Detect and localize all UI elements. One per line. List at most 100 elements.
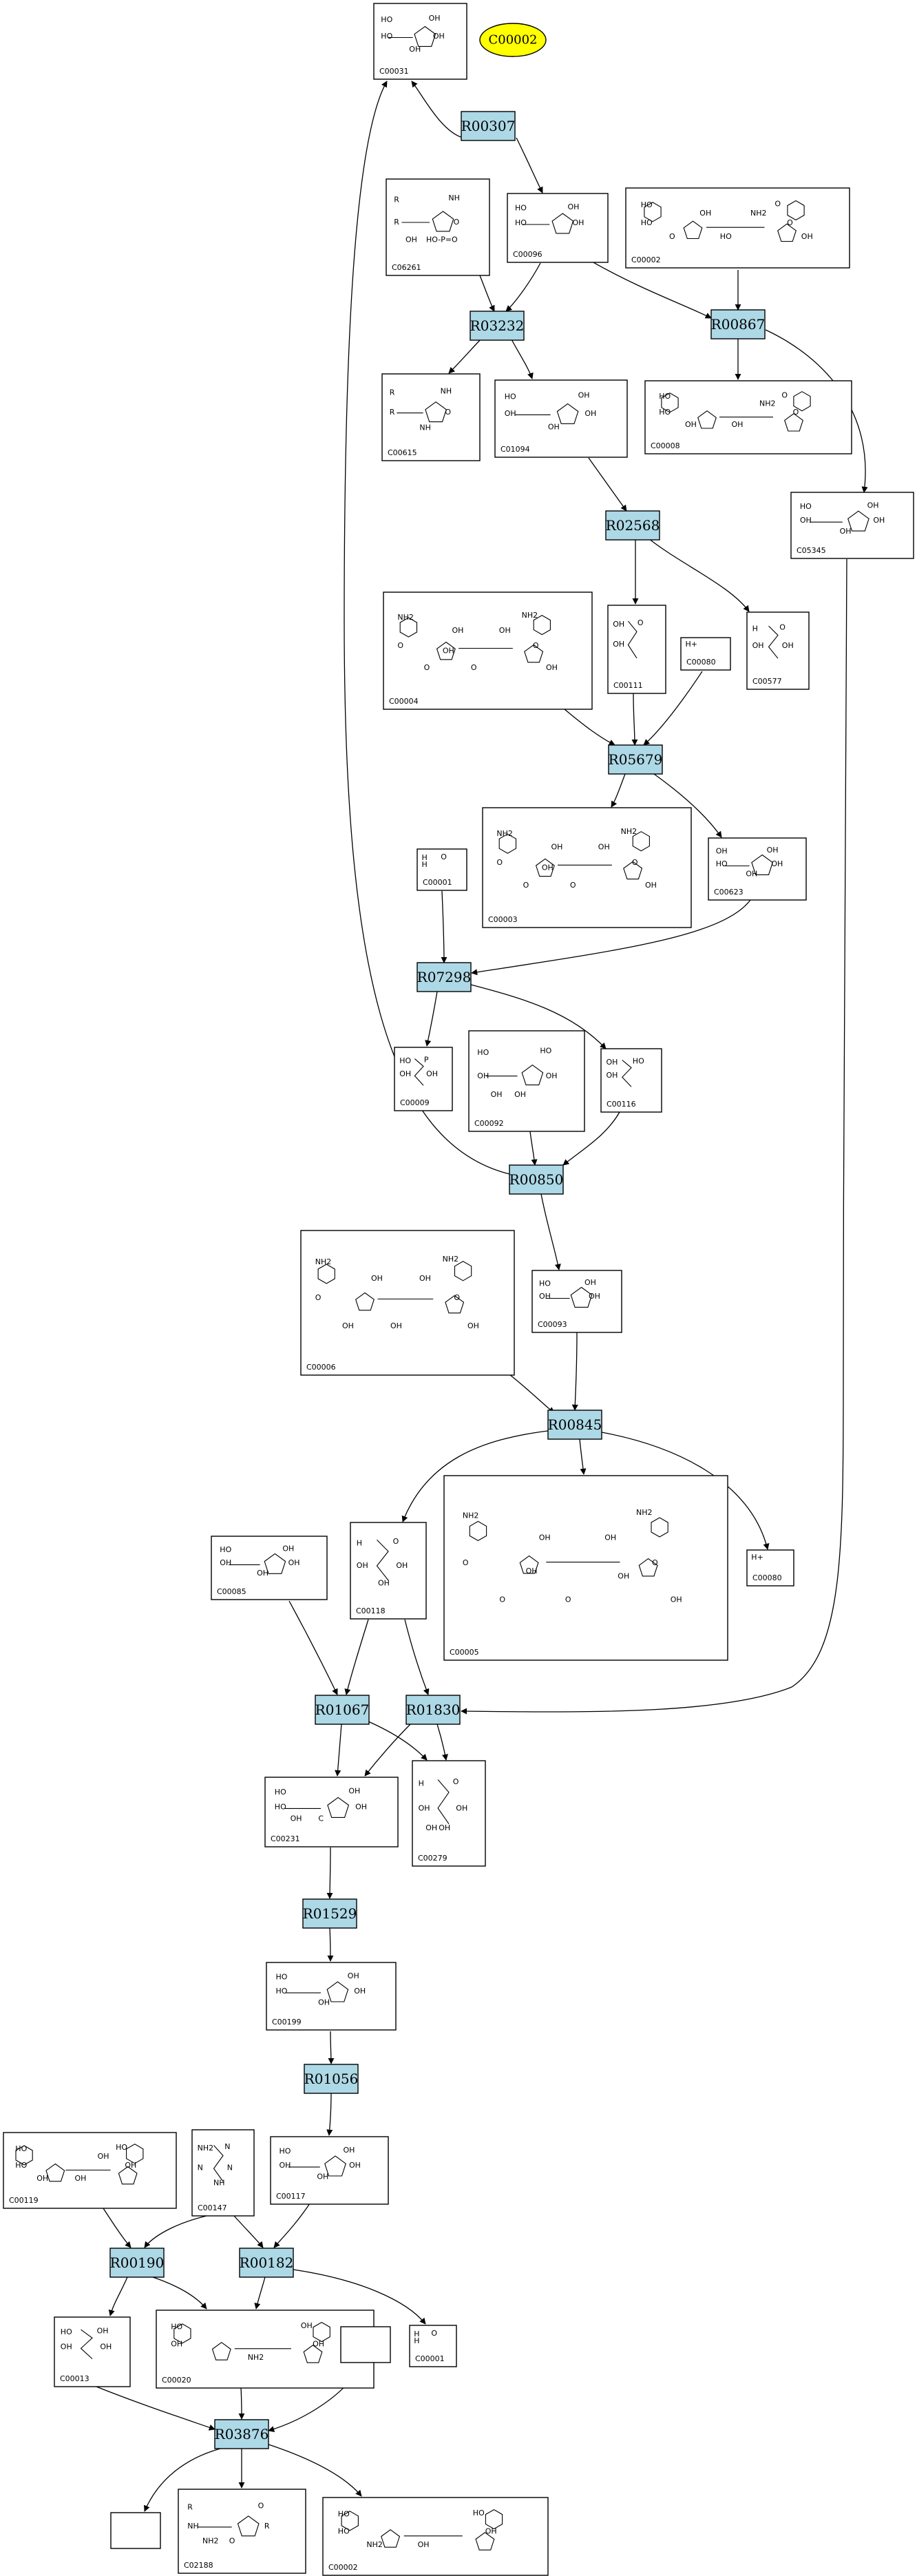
reaction-box[interactable] bbox=[405, 1695, 461, 1725]
reaction-r07298[interactable]: R07298 bbox=[417, 962, 472, 992]
reaction-r00182[interactable]: R00182 bbox=[239, 2248, 294, 2278]
reaction-r00850[interactable]: R00850 bbox=[509, 1164, 564, 1195]
reaction-box[interactable] bbox=[315, 1695, 370, 1725]
compound-box[interactable] bbox=[417, 848, 467, 891]
reaction-box[interactable] bbox=[608, 744, 663, 775]
reaction-box[interactable] bbox=[304, 2064, 359, 2094]
compound-box[interactable] bbox=[386, 178, 490, 276]
reaction-r01830[interactable]: R01830 bbox=[405, 1695, 461, 1725]
compound-box[interactable] bbox=[178, 2489, 306, 2574]
compound-box[interactable] bbox=[270, 2136, 389, 2205]
compound-box[interactable] bbox=[790, 492, 914, 559]
empty-compound-box[interactable] bbox=[110, 2512, 161, 2549]
reaction-r03876[interactable]: R03876 bbox=[214, 2419, 269, 2449]
reaction-r01529[interactable]: R01529 bbox=[302, 1898, 357, 1929]
reaction-box[interactable] bbox=[509, 1164, 564, 1195]
compound-box[interactable] bbox=[266, 1962, 397, 2031]
compound-box[interactable] bbox=[746, 1549, 794, 1587]
reaction-r05679[interactable]: R05679 bbox=[608, 744, 663, 775]
compound-box[interactable] bbox=[443, 1475, 728, 1661]
compound-box[interactable] bbox=[322, 2497, 549, 2576]
compound-box[interactable] bbox=[708, 837, 807, 901]
reaction-r01067[interactable]: R01067 bbox=[315, 1695, 370, 1725]
reaction-r00867[interactable]: R00867 bbox=[710, 309, 766, 339]
compound-box[interactable] bbox=[412, 1760, 486, 1867]
compound-box[interactable] bbox=[746, 611, 810, 690]
compound-box[interactable] bbox=[54, 2316, 131, 2387]
compound-box[interactable] bbox=[468, 1030, 585, 1132]
reaction-box[interactable] bbox=[109, 2248, 165, 2278]
compound-box[interactable] bbox=[409, 2325, 457, 2367]
compound-box[interactable] bbox=[531, 1270, 622, 1333]
compound-box[interactable] bbox=[625, 187, 850, 269]
reaction-box[interactable] bbox=[461, 111, 516, 141]
query-ellipse[interactable] bbox=[479, 23, 547, 57]
reaction-box[interactable] bbox=[710, 309, 766, 339]
query-node[interactable]: C00002 bbox=[479, 23, 547, 57]
compound-box[interactable] bbox=[156, 2310, 375, 2389]
compound-box[interactable] bbox=[191, 2129, 255, 2217]
compound-box[interactable] bbox=[494, 379, 628, 458]
compound-box[interactable] bbox=[600, 1048, 662, 1113]
compound-c00080[interactable]: H+C00080 bbox=[680, 637, 731, 671]
compound-box[interactable] bbox=[507, 193, 609, 263]
compound-box[interactable] bbox=[211, 1536, 328, 1600]
reaction-box[interactable] bbox=[547, 1410, 602, 1440]
empty-compound-box[interactable] bbox=[340, 2326, 391, 2363]
compound-box[interactable] bbox=[381, 373, 481, 461]
compound-c00080b[interactable]: H+C00080 bbox=[746, 1549, 794, 1587]
compound-box[interactable] bbox=[373, 3, 467, 80]
reaction-box[interactable] bbox=[417, 962, 472, 992]
reaction-r03232[interactable]: R03232 bbox=[470, 311, 525, 341]
reaction-box[interactable] bbox=[605, 510, 660, 541]
reaction-box[interactable] bbox=[214, 2419, 269, 2449]
compound-box[interactable] bbox=[394, 1047, 453, 1111]
compound-box[interactable] bbox=[300, 1230, 515, 1376]
compound-box[interactable] bbox=[264, 1777, 399, 1847]
reaction-box[interactable] bbox=[239, 2248, 294, 2278]
reaction-r02568[interactable]: R02568 bbox=[605, 510, 660, 541]
reaction-r00307[interactable]: R00307 bbox=[461, 111, 516, 141]
reaction-box[interactable] bbox=[302, 1898, 357, 1929]
reaction-r01056[interactable]: R01056 bbox=[304, 2064, 359, 2094]
reaction-r00845[interactable]: R00845 bbox=[547, 1410, 602, 1440]
compound-box[interactable] bbox=[482, 807, 692, 928]
compound-box[interactable] bbox=[607, 605, 666, 694]
reaction-r00190[interactable]: R00190 bbox=[109, 2248, 165, 2278]
compound-box[interactable] bbox=[350, 1522, 427, 1620]
compound-box[interactable] bbox=[680, 637, 731, 671]
reaction-box[interactable] bbox=[470, 311, 525, 341]
